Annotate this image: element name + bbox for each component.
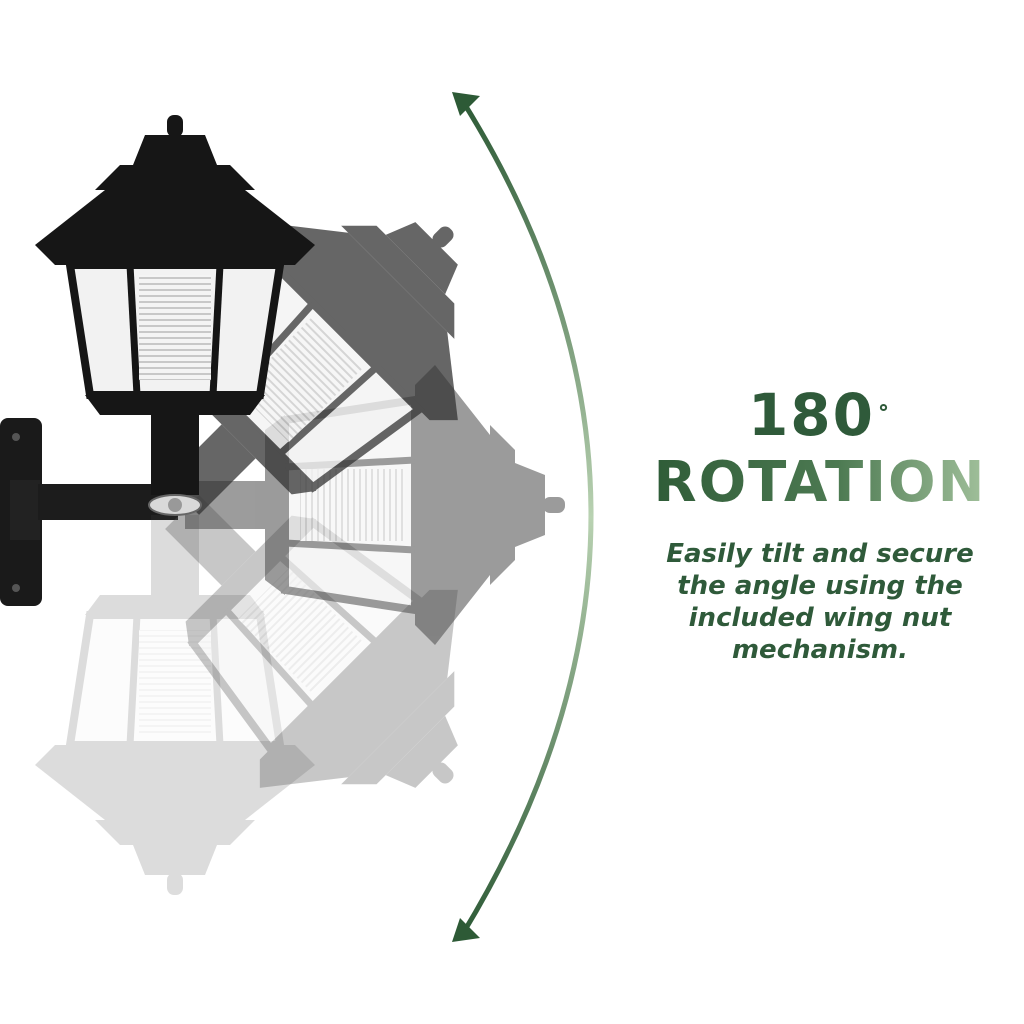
degree-symbol: ˚ [877,404,893,434]
arrow-down-left-icon [452,918,480,942]
wing-nut [148,494,202,516]
wall-mount-plate [0,418,42,606]
degrees-number: 180 [747,381,876,449]
rotation-word: ROTATION [640,448,1000,518]
feature-caption: Easily tilt and secure the angle using t… [666,539,974,665]
rotation-arc [459,98,594,937]
rotation-degrees: 180˚ [640,382,1000,448]
arrow-up-left-icon [452,92,480,116]
rotation-headline: 180˚ ROTATION [640,382,1000,518]
